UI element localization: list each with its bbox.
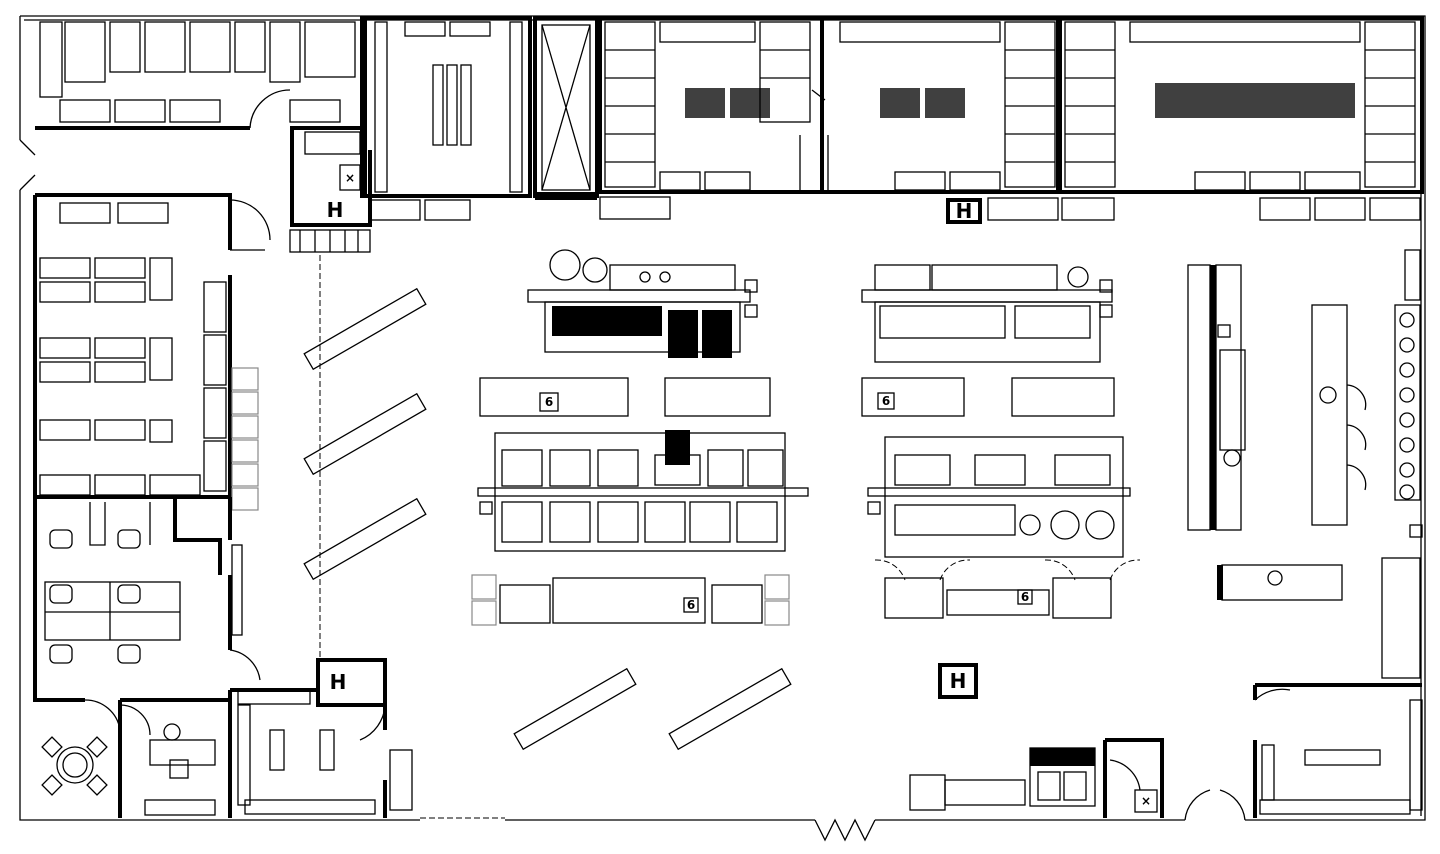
round-burners <box>1399 312 1415 500</box>
bottom-right-room <box>1184 683 1423 821</box>
top-left-storage-room <box>19 16 364 198</box>
east-equipment <box>1187 249 1421 679</box>
grey-shelving <box>231 367 259 511</box>
hoist-label: H <box>950 669 967 693</box>
hoist-label: H <box>330 670 347 694</box>
dry-storage-room <box>33 193 271 511</box>
cold-room-shelves <box>604 21 1416 191</box>
drain-x-mark: × <box>1141 794 1151 808</box>
office-room <box>33 497 261 731</box>
hoist-label: H <box>327 198 344 222</box>
prep-island-west: 6 <box>471 430 809 626</box>
hoist-label: H <box>956 199 973 223</box>
handwash-sink-label: 6 <box>1021 590 1029 604</box>
drain-boxes <box>479 279 1423 538</box>
utility-room-top: × H <box>289 128 372 660</box>
cooking-island-east: 6 H <box>867 436 1141 699</box>
handwash-sink-label: 6 <box>882 394 890 408</box>
bottom-storage-room: H <box>230 658 413 818</box>
drain-x-mark: × <box>345 171 355 185</box>
meeting-room <box>41 690 232 818</box>
handwash-sink-label: 6 <box>545 395 553 409</box>
cold-storage-rooms: H <box>363 16 1424 224</box>
bottom-wall-equipment: × <box>909 738 1164 818</box>
cooking-line-west: 6 <box>479 249 771 417</box>
diagonal-racks <box>303 287 792 751</box>
cooking-line-east: 6 <box>861 264 1115 417</box>
pallets <box>685 83 1355 118</box>
handwash-sink-label: 6 <box>687 598 695 612</box>
